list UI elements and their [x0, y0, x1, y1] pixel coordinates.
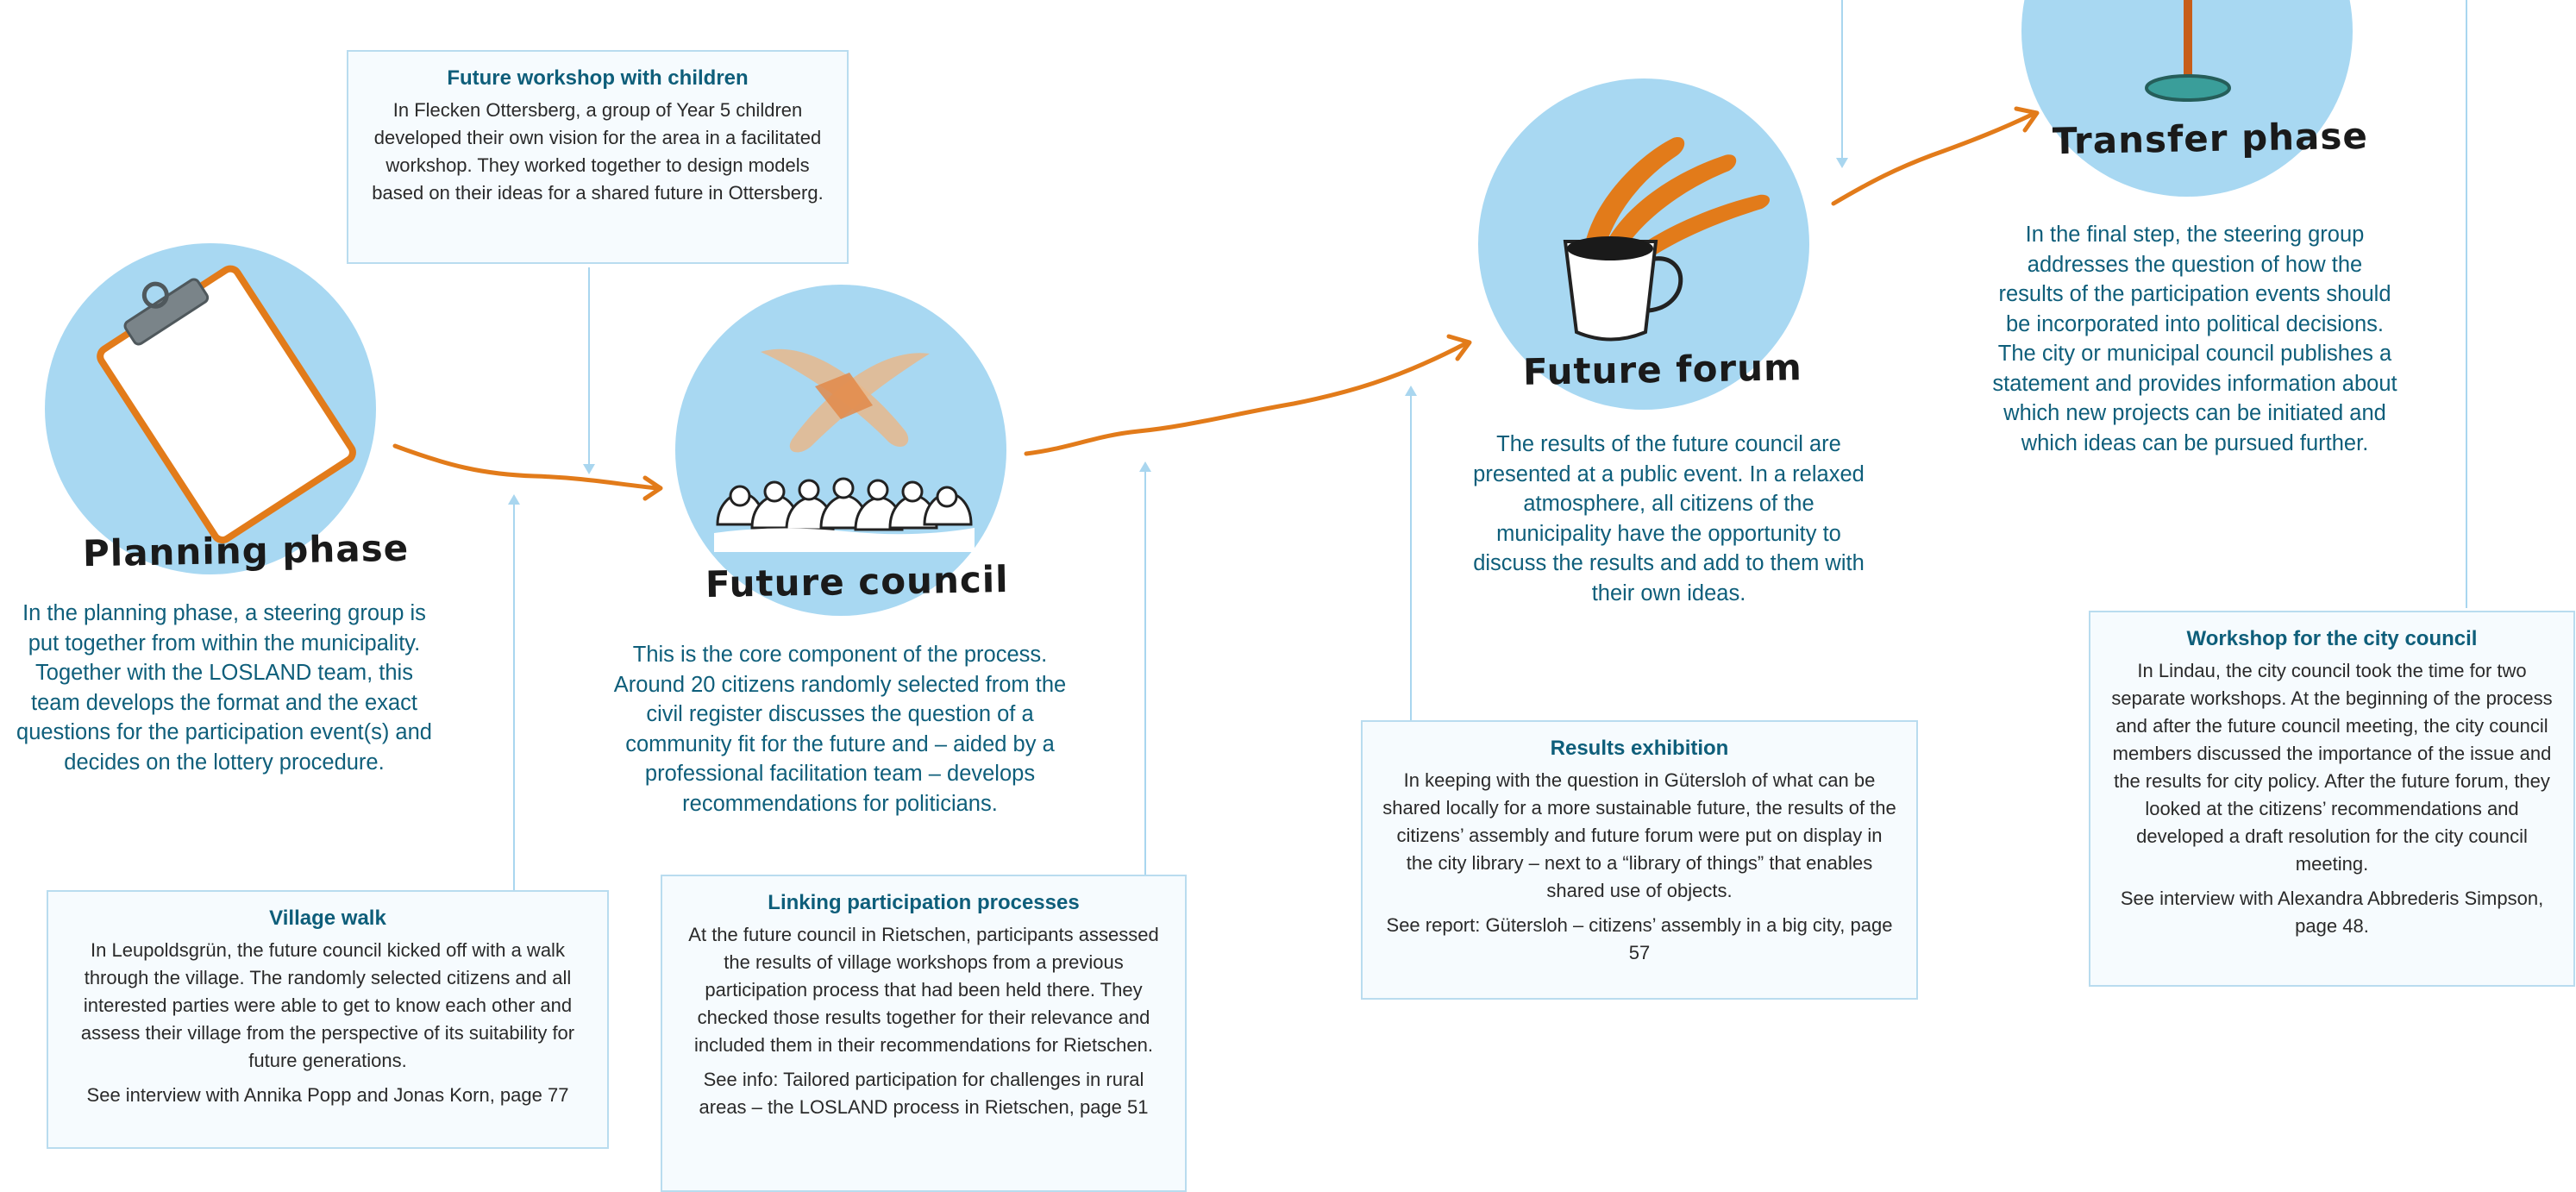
planning-phase-label: Planning phase: [82, 526, 410, 575]
arrow-planning-to-council: [392, 443, 660, 491]
transfer-phase-circle: [2021, 0, 2353, 197]
example-text: In Flecken Ottersberg, a group of Year 5…: [372, 99, 824, 204]
future-forum-description: The results of the future council are pr…: [1473, 432, 1865, 605]
transfer-phase-label: Transfer phase: [2052, 114, 2369, 163]
example-title: Workshop for the city council: [2186, 627, 2478, 650]
example-title: Linking participation processes: [768, 891, 1080, 914]
example-title: Results exhibition: [1550, 737, 1729, 760]
example-reference: See report: Gütersloh – citizens’ assemb…: [1386, 914, 1893, 963]
example-box-linking-processes: Linking participation processes At the f…: [661, 875, 1187, 1192]
example-reference: See interview with Alexandra Abbrederis …: [2120, 888, 2544, 937]
example-text: In Lindau, the city council took the tim…: [2111, 660, 2553, 875]
future-council-description: This is the core component of the proces…: [613, 643, 1067, 816]
example-reference: See info: Tailored participation for cha…: [699, 1069, 1149, 1118]
example-box-results-exhibition: Results exhibition In keeping with the q…: [1361, 720, 1918, 1000]
example-text: At the future council in Rietschen, part…: [688, 924, 1159, 1056]
example-text: In Leupoldsgrün, the future council kick…: [80, 939, 575, 1071]
example-box-village-walk: Village walk In Leupoldsgrün, the future…: [47, 890, 609, 1149]
example-title: Future workshop with children: [447, 66, 749, 90]
example-text: In keeping with the question in Güterslo…: [1382, 769, 1896, 901]
example-box-workshop-children: Future workshop with children In Flecken…: [347, 50, 849, 264]
example-title: Village walk: [269, 907, 386, 930]
future-council-label: Future council: [705, 557, 1009, 606]
arrow-council-to-forum: [1024, 341, 1469, 456]
arrow-forum-to-transfer: [1831, 111, 2036, 206]
example-box-city-council: Workshop for the city council In Lindau,…: [2089, 611, 2575, 987]
transfer-phase-description: In the final step, the steering group ad…: [1992, 223, 2397, 455]
planning-phase-circle: [45, 243, 376, 574]
example-reference: See interview with Annika Popp and Jonas…: [86, 1084, 569, 1106]
future-forum-label: Future forum: [1522, 346, 1803, 393]
planning-phase-description: In the planning phase, a steering group …: [16, 601, 432, 775]
